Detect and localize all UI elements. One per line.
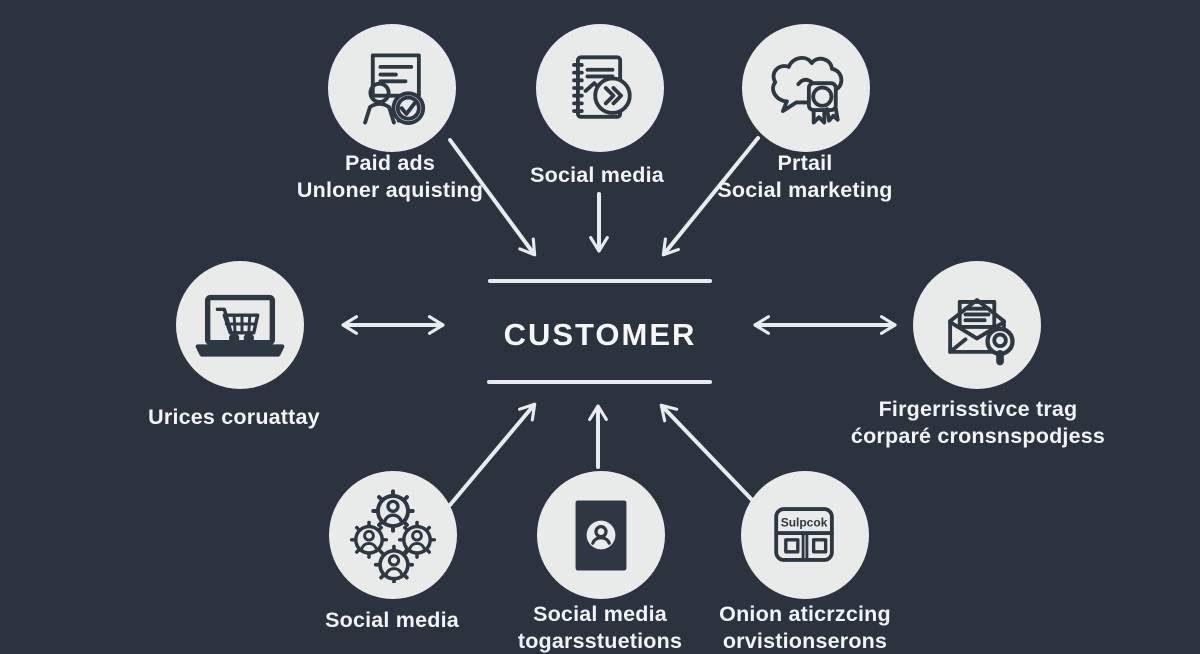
label-social-media-bottom-left: Social media <box>325 608 459 632</box>
label-social-media-top: Social media <box>530 163 664 187</box>
node-social-media-bottom-mid <box>537 471 665 599</box>
contact-card-icon <box>575 500 627 571</box>
node-social-media-top <box>536 24 664 152</box>
arrow-paid-ads-to-customer <box>448 138 537 257</box>
label-store-bottom-right: Onion aticrzcing orvistionserons <box>719 602 891 653</box>
label-social-media-bottom-mid: Social media togarsstuetions <box>517 602 683 653</box>
node-email-outreach <box>913 261 1041 389</box>
cloud-award-icon <box>771 56 844 125</box>
storefront-sign-text: Sulpcok <box>781 515 828 529</box>
node-retail-social-marketing <box>742 24 870 152</box>
arrow-gears-to-customer <box>448 402 537 507</box>
label-email-outreach: Firgerrisstivce trag ćorparé cronsnspodj… <box>850 397 1106 448</box>
gears-people-icon <box>349 489 437 583</box>
envelope-search-icon <box>948 298 1015 366</box>
customer-title: CUSTOMER <box>503 317 697 352</box>
node-online-shopping <box>176 261 304 389</box>
label-retail-social-marketing: Prtail Social marketing <box>717 151 893 202</box>
notebook-forward-icon <box>572 55 632 119</box>
laptop-cart-icon <box>195 294 285 357</box>
node-paid-ads <box>328 24 456 152</box>
arrow-store-to-customer <box>659 403 757 505</box>
storefront-icon: Sulpcok <box>774 507 834 562</box>
arrow-retail-to-customer <box>661 136 760 257</box>
presentation-person-check-icon <box>363 53 426 125</box>
label-paid-ads: Paid ads Unloner aquisting <box>296 151 484 202</box>
node-social-media-bottom-left <box>329 471 457 599</box>
node-store-bottom-right: Sulpcok <box>741 471 869 599</box>
label-online-shopping: Urices coruattay <box>148 405 320 429</box>
